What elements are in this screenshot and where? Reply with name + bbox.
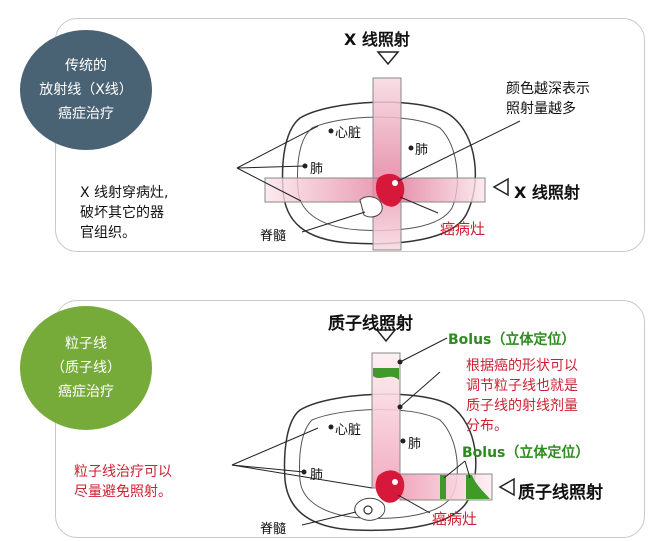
bottom-shape-note-line-3: 质子线的射线剂量	[466, 398, 578, 414]
bottom-vertical-arrow-icon	[375, 329, 397, 343]
bottom-tumor-label: 癌病灶	[432, 510, 478, 528]
bottom-heart-label: 心脏	[335, 423, 362, 438]
bottom-lung-left-label: 肺	[310, 468, 324, 483]
xray-panel	[55, 18, 645, 252]
bottom-avoid-note-line-1: 粒子线治疗可以	[74, 464, 172, 480]
bottom-tumor	[375, 470, 405, 503]
top-spine-label: 脊髓	[260, 229, 287, 244]
top-vertical-arrow-icon	[376, 51, 400, 66]
xray-title-circle: 传统的 放射线（X线） 癌症治疗	[20, 30, 152, 150]
bolus-right-shape	[466, 475, 490, 499]
bottom-shape-note-line-1: 根据癌的形状可以	[466, 358, 578, 374]
top-depth-note: 颜色越深表示 照射量越多	[506, 79, 590, 119]
top-horizontal-beam-label: X 线照射	[514, 183, 580, 202]
top-depth-note-line-2: 照射量越多	[506, 101, 576, 117]
bolus-top-label: Bolus（立体定位）	[448, 332, 576, 348]
top-horizontal-arrow-icon	[492, 177, 509, 197]
xray-title-line-2: 放射线（X线）	[39, 82, 133, 98]
top-damage-note: X 线射穿病灶, 破坏其它的器 官组织。	[80, 183, 169, 243]
bottom-spine-label: 脊髓	[260, 522, 287, 537]
top-heart-label: 心脏	[335, 126, 362, 141]
proton-title-line-2: （质子线）	[51, 360, 121, 376]
top-vertical-beam	[373, 78, 401, 250]
top-damage-note-line-1: X 线射穿病灶,	[80, 185, 169, 201]
bolus-right-label: Bolus（立体定位）	[462, 445, 590, 461]
top-tumor-label: 癌病灶	[440, 220, 486, 238]
bottom-horizontal-beam-label: 质子线照射	[518, 483, 603, 503]
bottom-shape-note: 根据癌的形状可以 调节粒子线也就是 质子线的射线剂量 分布。	[466, 356, 578, 436]
xray-title-line-1: 传统的	[65, 58, 107, 74]
bottom-shape-note-line-2: 调节粒子线也就是	[466, 378, 578, 394]
top-lung-right-label: 肺	[415, 143, 429, 158]
proton-title-line-1: 粒子线	[65, 336, 107, 352]
top-spine-shape	[359, 196, 383, 218]
bottom-lung-right-label: 肺	[408, 437, 422, 452]
top-depth-note-line-1: 颜色越深表示	[506, 81, 590, 97]
top-lung-left-label: 肺	[310, 162, 324, 177]
bottom-body-section	[283, 393, 477, 532]
bottom-avoid-note-line-2: 尽量避免照射。	[74, 484, 172, 500]
bolus-top-shape	[373, 368, 399, 380]
bottom-avoid-note: 粒子线治疗可以 尽量避免照射。	[74, 462, 172, 502]
bottom-spine-shape	[354, 497, 386, 521]
bottom-shape-note-line-4: 分布。	[466, 418, 508, 434]
proton-title-circle: 粒子线 （质子线） 癌症治疗	[20, 306, 152, 430]
top-damage-note-line-3: 官组织。	[80, 225, 136, 241]
top-damage-note-line-2: 破坏其它的器	[80, 205, 164, 221]
xray-title-line-3: 癌症治疗	[58, 106, 114, 122]
bottom-horizontal-arrow-icon	[498, 477, 515, 497]
top-vertical-beam-label: X 线照射	[344, 30, 410, 49]
proton-title-line-3: 癌症治疗	[58, 384, 114, 400]
bottom-vertical-beam-label: 质子线照射	[328, 314, 413, 334]
